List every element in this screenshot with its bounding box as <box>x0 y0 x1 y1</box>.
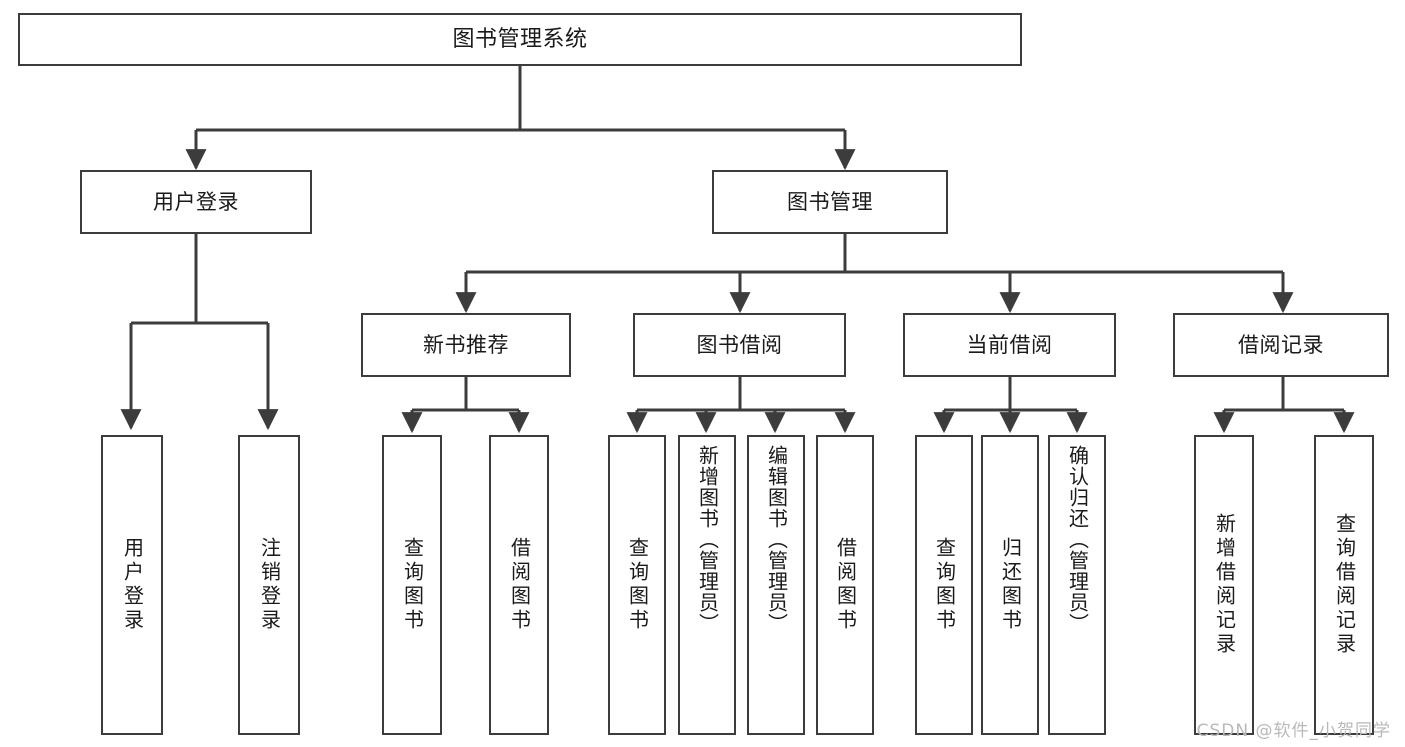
node-leaf-query-book-c-label: 查询图书 <box>932 537 957 633</box>
node-leaf-borrow-book-a[interactable]: 借阅图书 <box>489 435 549 735</box>
node-leaf-borrow-book-a-label: 借阅图书 <box>507 537 532 633</box>
node-borrow-record-label: 借阅记录 <box>1238 332 1324 357</box>
node-borrow-record[interactable]: 借阅记录 <box>1173 313 1389 377</box>
node-root-label: 图书管理系统 <box>452 26 588 52</box>
node-book-borrow[interactable]: 图书借阅 <box>633 313 846 377</box>
node-leaf-query-book-b-label: 查询图书 <box>625 537 650 633</box>
node-book-borrow-label: 图书借阅 <box>696 332 783 357</box>
node-book-mgmt[interactable]: 图书管理 <box>712 170 948 234</box>
node-leaf-borrow-book-b[interactable]: 借阅图书 <box>816 435 874 735</box>
node-leaf-confirm-return-label: 确认归还（管理员） <box>1065 445 1090 634</box>
node-current-borrow[interactable]: 当前借阅 <box>903 313 1116 377</box>
node-leaf-add-record-label: 新增借阅记录 <box>1212 513 1237 657</box>
watermark-text: CSDN @软件_小贺同学 <box>1196 721 1391 741</box>
node-leaf-return-book[interactable]: 归还图书 <box>981 435 1039 735</box>
node-leaf-query-record[interactable]: 查询借阅记录 <box>1314 435 1374 735</box>
node-user-login[interactable]: 用户登录 <box>80 170 312 234</box>
node-book-mgmt-label: 图书管理 <box>787 189 873 214</box>
node-new-book-rec-label: 新书推荐 <box>423 332 509 357</box>
node-leaf-add-book-label: 新增图书（管理员） <box>695 445 720 634</box>
node-leaf-query-book-b[interactable]: 查询图书 <box>608 435 666 735</box>
node-root[interactable]: 图书管理系统 <box>18 13 1022 66</box>
node-leaf-edit-book-label: 编辑图书（管理员） <box>764 445 789 634</box>
node-leaf-logout-label: 注销登录 <box>257 537 282 633</box>
node-leaf-edit-book[interactable]: 编辑图书（管理员） <box>747 435 805 735</box>
node-leaf-query-record-label: 查询借阅记录 <box>1332 513 1357 657</box>
node-leaf-query-book-c[interactable]: 查询图书 <box>915 435 973 735</box>
node-leaf-return-book-label: 归还图书 <box>998 537 1023 633</box>
node-leaf-user-login-label: 用户登录 <box>120 537 145 633</box>
node-user-login-label: 用户登录 <box>153 189 239 214</box>
node-leaf-add-book[interactable]: 新增图书（管理员） <box>678 435 736 735</box>
node-leaf-query-book-a-label: 查询图书 <box>400 537 425 633</box>
node-leaf-logout[interactable]: 注销登录 <box>238 435 300 735</box>
node-current-borrow-label: 当前借阅 <box>966 332 1053 357</box>
node-leaf-borrow-book-b-label: 借阅图书 <box>833 537 858 633</box>
node-leaf-query-book-a[interactable]: 查询图书 <box>382 435 442 735</box>
node-leaf-confirm-return[interactable]: 确认归还（管理员） <box>1048 435 1106 735</box>
node-leaf-user-login[interactable]: 用户登录 <box>101 435 163 735</box>
node-new-book-rec[interactable]: 新书推荐 <box>361 313 571 377</box>
node-leaf-add-record[interactable]: 新增借阅记录 <box>1194 435 1254 735</box>
